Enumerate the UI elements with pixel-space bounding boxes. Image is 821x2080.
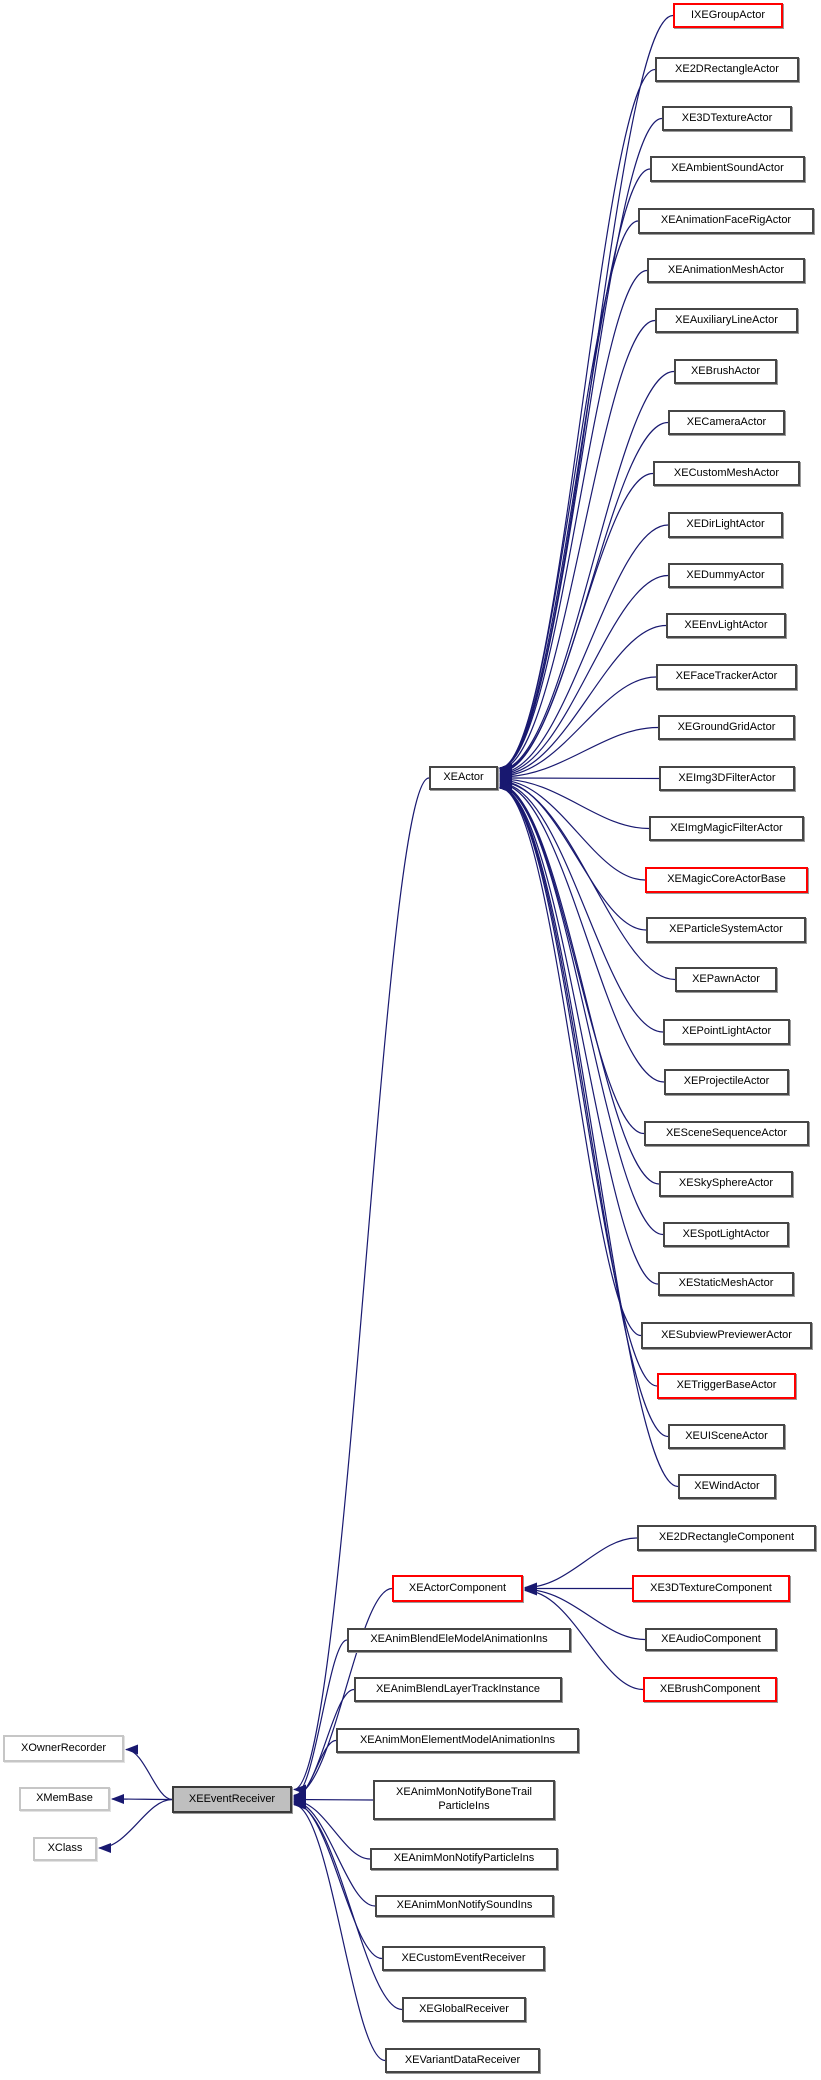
inheritance-edge <box>499 775 646 881</box>
inheritance-edge <box>499 472 654 777</box>
node-xetriggerbaseactor[interactable]: XETriggerBaseActor <box>657 1373 796 1399</box>
node-xeanimblendlayertrackinstance[interactable]: XEAnimBlendLayerTrackInstance <box>354 1677 562 1702</box>
inheritance-edge <box>499 269 648 773</box>
inheritance-edge <box>499 777 676 981</box>
node-xeimgmagicfilteractor[interactable]: XEImgMagicFilterActor <box>649 816 804 841</box>
node-xeanimblendelemodelanimationins[interactable]: XEAnimBlendEleModelAnimationIns <box>347 1628 571 1652</box>
inheritance-edge <box>98 1798 173 1853</box>
inheritance-edge <box>499 319 656 774</box>
node-xepawnactor[interactable]: XEPawnActor <box>675 967 777 992</box>
node-xemagiccoreactorbase[interactable]: XEMagicCoreActorBase <box>645 867 808 893</box>
node-xegroundgridactor[interactable]: XEGroundGridActor <box>658 715 795 740</box>
node-xebrushcomponent[interactable]: XEBrushComponent <box>643 1677 777 1702</box>
node-xeanimmonnotifysoundins[interactable]: XEAnimMonNotifySoundIns <box>375 1895 554 1917</box>
inheritance-edge <box>499 624 667 780</box>
node-xedirlightactor[interactable]: XEDirLightActor <box>668 512 783 538</box>
inheritance-edge <box>499 783 658 1387</box>
node-xescenesequenceactor[interactable]: XESceneSequenceActor <box>644 1121 809 1146</box>
inheritance-edge <box>499 779 665 1083</box>
inheritance-edge <box>499 781 660 1185</box>
inheritance-edge <box>293 1688 355 1803</box>
node-xeanimmonnotifybonetrailparticleins[interactable]: XEAnimMonNotifyBoneTrail ParticleIns <box>373 1780 555 1820</box>
node-xedummyactor[interactable]: XEDummyActor <box>668 563 783 588</box>
node-xesubviewprevieweractor[interactable]: XESubviewPreviewerActor <box>641 1322 812 1349</box>
node-xecustomeventreceiver[interactable]: XECustomEventReceiver <box>382 1946 545 1971</box>
inheritance-edge <box>499 783 642 1337</box>
inheritance-edge <box>293 777 430 1795</box>
inheritance-edge <box>499 370 675 775</box>
inheritance-edge <box>499 14 674 773</box>
node-xeanimationfacerigactor[interactable]: XEAnimationFaceRigActor <box>638 208 814 234</box>
node-xefacetrackeractor[interactable]: XEFaceTrackerActor <box>656 664 797 690</box>
node-xeglobalreceiver[interactable]: XEGlobalReceiver <box>402 1997 526 2022</box>
node-xe2drectangleactor[interactable]: XE2DRectangleActor <box>655 57 799 82</box>
inheritance-edge <box>499 726 659 782</box>
inheritance-edge <box>293 1799 386 2062</box>
inheritance-edge <box>524 1585 644 1691</box>
node-xespotlightactor[interactable]: XESpotLightActor <box>663 1222 789 1247</box>
inheritance-edge <box>499 676 657 781</box>
inheritance-edge <box>293 1797 383 1960</box>
node-xeanimationmeshactor[interactable]: XEAnimationMeshActor <box>647 258 805 283</box>
inheritance-edge <box>293 1639 348 1802</box>
inheritance-edge <box>499 783 659 1285</box>
node-xecameraactor[interactable]: XECameraActor <box>668 410 785 435</box>
node-xecustommeshactor[interactable]: XECustomMeshActor <box>653 461 800 486</box>
node-xeambientsoundactor[interactable]: XEAmbientSoundActor <box>650 156 805 182</box>
node-xeprojectileactor[interactable]: XEProjectileActor <box>664 1069 789 1095</box>
node-ixegroupactor[interactable]: IXEGroupActor <box>673 3 783 28</box>
inheritance-edge <box>499 783 679 1488</box>
node-xepointlightactor[interactable]: XEPointLightActor <box>663 1019 790 1045</box>
inheritance-edge <box>499 220 639 773</box>
node-xeaudiocomponent[interactable]: XEAudioComponent <box>645 1628 777 1651</box>
inheritance-edge <box>293 1796 376 1907</box>
inheritance-edge <box>499 780 645 1135</box>
inheritance-edge <box>499 574 669 779</box>
inheritance-edge <box>293 1798 403 2011</box>
node-xeauxiliarylineactor[interactable]: XEAuxiliaryLineActor <box>655 308 798 333</box>
inheritance-edge <box>499 168 651 773</box>
node-xe3dtexturecomponent[interactable]: XE3DTextureComponent <box>632 1575 790 1602</box>
node-xeactorcomponent[interactable]: XEActorComponent <box>392 1575 523 1602</box>
inheritance-edge <box>125 1744 173 1801</box>
inheritance-edge <box>293 1795 371 1860</box>
node-xeeventreceiver[interactable]: XEEventReceiver <box>172 1786 292 1813</box>
node-xeenvlightactor[interactable]: XEEnvLightActor <box>666 613 786 638</box>
inheritance-edge <box>499 117 663 773</box>
node-xeimg3dfilteractor[interactable]: XEImg3DFilterActor <box>659 766 795 791</box>
node-xe2drectanglecomponent[interactable]: XE2DRectangleComponent <box>637 1525 816 1551</box>
node-xeanimmonelementmodelanimationins[interactable]: XEAnimMonElementModelAnimationIns <box>336 1728 579 1753</box>
inheritance-edge <box>499 782 664 1236</box>
node-xevariantdatareceiver[interactable]: XEVariantDataReceiver <box>385 2048 540 2073</box>
node-xe3dtextureactor[interactable]: XE3DTextureActor <box>662 106 792 131</box>
node-xeactor[interactable]: XEActor <box>429 766 498 790</box>
node-xeparticlesystemactor[interactable]: XEParticleSystemActor <box>646 917 806 943</box>
inheritance-edge <box>499 774 650 830</box>
node-xmembase[interactable]: XMemBase <box>19 1787 110 1811</box>
inheritance-edge <box>524 1537 638 1593</box>
node-xewindactor[interactable]: XEWindActor <box>678 1474 776 1499</box>
node-xeskysphereactor[interactable]: XESkySphereActor <box>659 1171 793 1197</box>
inheritance-edge <box>524 1584 646 1641</box>
node-xclass[interactable]: XClass <box>33 1837 97 1861</box>
inheritance-edge <box>499 68 656 773</box>
inheritance-edge <box>499 778 664 1033</box>
node-xownerrecorder[interactable]: XOwnerRecorder <box>3 1735 124 1762</box>
node-xeuisceneactor[interactable]: XEUISceneActor <box>668 1424 785 1449</box>
inheritance-edge <box>499 524 669 778</box>
node-xebrushactor[interactable]: XEBrushActor <box>674 359 777 384</box>
node-xeanimmonnotifyparticleins[interactable]: XEAnimMonNotifyParticleIns <box>370 1848 558 1870</box>
node-xestaticmeshactor[interactable]: XEStaticMeshActor <box>658 1272 794 1296</box>
